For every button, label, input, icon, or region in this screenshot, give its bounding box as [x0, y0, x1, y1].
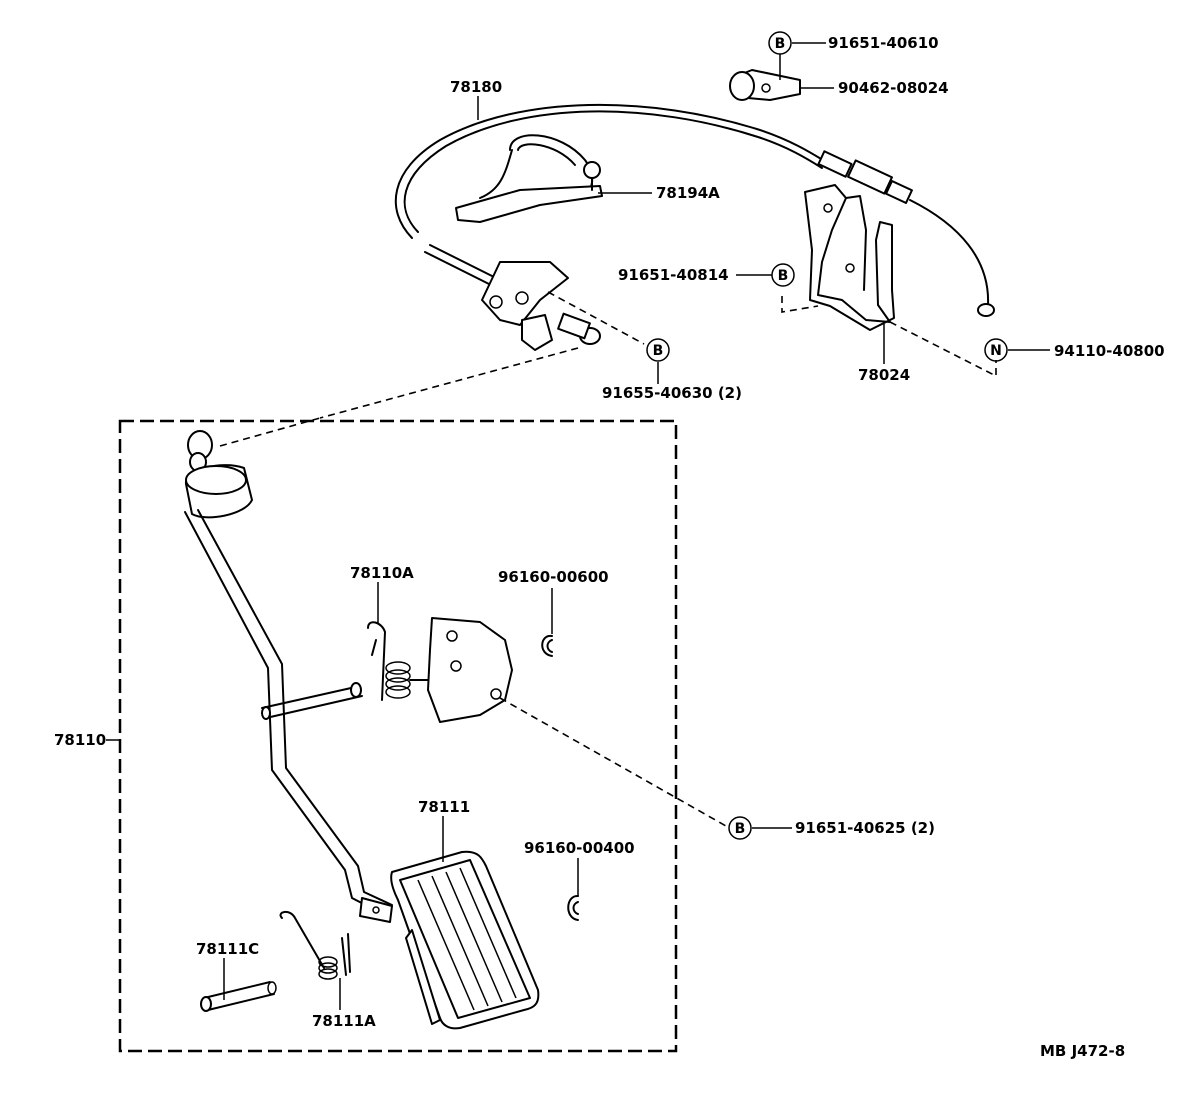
- label-78111A: 78111A: [312, 1012, 376, 1030]
- lower-spring: [279, 911, 351, 980]
- label-78180: 78180: [450, 78, 502, 96]
- marker-b-top: B: [768, 31, 792, 55]
- pedal-assembly-frame: [118, 419, 678, 1053]
- throttle-link: [424, 244, 601, 351]
- label-91651-40625: 91651-40625 (2): [795, 819, 935, 837]
- dashed-ref-frame-to-pedal: [219, 417, 321, 447]
- svg-text:B: B: [735, 821, 746, 837]
- pivot-shaft: [261, 682, 363, 720]
- diagram-code: MB J472-8: [1040, 1042, 1125, 1060]
- label-91655-40630: 91655-40630 (2): [602, 384, 742, 402]
- label-90462-08024: 90462-08024: [838, 79, 949, 97]
- mounting-plate: [427, 617, 513, 723]
- label-94110-40800: 94110-40800: [1054, 342, 1165, 360]
- cable-clamp: [455, 134, 603, 223]
- pedal-bracket: [804, 184, 895, 331]
- svg-text:B: B: [775, 36, 786, 52]
- pin: [200, 981, 277, 1012]
- marker-b-link: B: [646, 338, 670, 362]
- label-78024: 78024: [858, 366, 910, 384]
- pedal-arm: [184, 430, 393, 923]
- label-78110: 78110: [54, 731, 106, 749]
- upper-spring: [367, 621, 429, 701]
- ring-lower: [567, 895, 579, 921]
- marker-b-bracket: B: [771, 263, 795, 287]
- dashed-ref-bracket-nut: [889, 321, 997, 378]
- ring-upper: [541, 634, 553, 657]
- svg-text:B: B: [653, 343, 664, 359]
- label-78111C: 78111C: [196, 940, 259, 958]
- label-96160-00600: 96160-00600: [498, 568, 609, 586]
- label-78111: 78111: [418, 798, 470, 816]
- top-clamp: [729, 69, 801, 101]
- label-96160-00400: 96160-00400: [524, 839, 635, 857]
- label-91651-40814: 91651-40814: [618, 266, 729, 284]
- dashed-ref-plate-bolt: [499, 697, 727, 827]
- svg-text:B: B: [778, 268, 789, 284]
- marker-n-nut: N: [984, 338, 1008, 362]
- label-91651-40610: 91651-40610: [828, 34, 939, 52]
- pedal-pad: [390, 850, 540, 1030]
- marker-b-pedal: B: [728, 816, 752, 840]
- throttle-cable: [394, 103, 995, 317]
- label-78194A: 78194A: [656, 184, 720, 202]
- dashed-ref-link-to-pedal: [319, 347, 579, 419]
- svg-text:N: N: [990, 343, 1002, 359]
- dashed-ref-link-bolt: [547, 291, 645, 345]
- label-78110A: 78110A: [350, 564, 414, 582]
- dashed-ref-bracket-bolt: [781, 296, 819, 313]
